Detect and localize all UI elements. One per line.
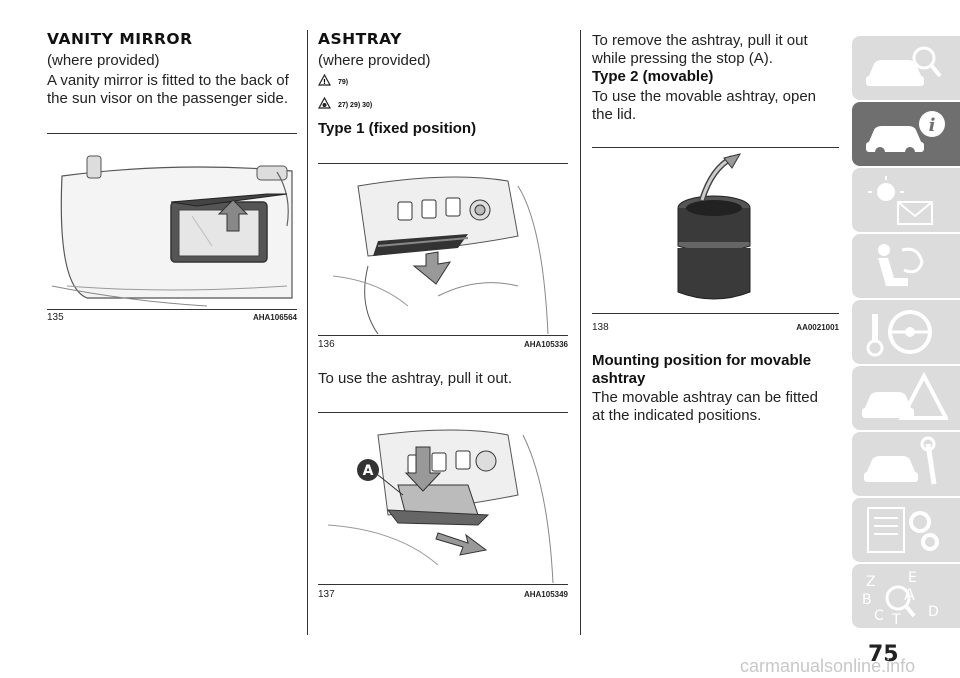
ashtray-heading: ASHTRAY: [318, 30, 402, 48]
svg-text:!: !: [323, 78, 326, 86]
figure-136-ashtray-fixed: [318, 166, 568, 334]
tab-emergency[interactable]: [852, 366, 960, 430]
warning-ref-1: !: [317, 73, 332, 91]
figure-top-rule: [592, 147, 839, 148]
figure-number: 135: [47, 312, 64, 323]
warning-ref-2: [317, 96, 332, 114]
figure-number: 136: [318, 339, 335, 350]
vanity-mirror-text: A vanity mirror is fitted to the back of…: [47, 72, 289, 107]
car-search-icon: [866, 46, 942, 86]
warning-ref-1-text: 79): [338, 79, 349, 86]
tab-getting-to-know-car[interactable]: [852, 36, 960, 100]
car-info-icon: i: [866, 111, 945, 157]
checklist-gears-icon: [867, 507, 939, 553]
index-letter-c: C: [874, 608, 884, 624]
figure-code: AHA105336: [523, 340, 568, 349]
warning-triangle-icon: !: [317, 73, 332, 86]
type1-subheading: Type 1 (fixed position): [318, 120, 477, 137]
figure-top-rule: [318, 163, 568, 164]
figure-137-ashtray-removal: A: [318, 415, 568, 583]
tab-index[interactable]: Z E A B C T D: [852, 564, 960, 628]
figure-top-rule: [318, 412, 568, 413]
ashtray-where-provided: (where provided): [318, 52, 431, 69]
vanity-mirror-where-provided: (where provided): [47, 52, 160, 69]
type2-subheading: Type 2 (movable): [592, 68, 714, 85]
warning-ref-2-text: 27) 29) 30): [338, 102, 373, 109]
warning-light-message-icon: [868, 176, 933, 225]
figure-135-vanity-mirror: [47, 136, 297, 308]
car-warning-triangle-icon: [862, 371, 948, 420]
tab-technical-data[interactable]: [852, 498, 960, 562]
figure-code: AHA106564: [252, 313, 297, 322]
tab-dashboard-info[interactable]: i: [852, 102, 960, 166]
figure-top-rule: [47, 133, 297, 134]
figure-bottom-rule: [318, 335, 568, 336]
figure-number: 137: [318, 589, 335, 600]
figure-138-movable-ashtray: [592, 150, 839, 312]
figure-code: AA0021001: [796, 323, 839, 332]
movable-ashtray-text: To use the movable ashtray, open the lid…: [592, 88, 817, 123]
page-number: 75: [868, 642, 899, 667]
tab-maintenance[interactable]: [852, 432, 960, 496]
tab-warning-lights[interactable]: [852, 168, 960, 232]
figure-bottom-rule: [592, 313, 839, 314]
tab-safety[interactable]: [852, 234, 960, 298]
flame-icon: [317, 96, 332, 109]
index-letter-b: B: [862, 592, 872, 608]
figure-code: AHA105349: [523, 590, 568, 599]
callout-a: A: [363, 463, 374, 479]
index-letter-t: T: [891, 612, 901, 624]
alphabet-index-search-icon: Z E A B C T D: [862, 570, 939, 624]
index-letter-e: E: [908, 570, 917, 586]
mounting-position-subheading: Mounting position for movable ashtray: [592, 352, 812, 387]
seat-airbag-icon: [878, 244, 924, 286]
index-letter-z: Z: [866, 574, 876, 590]
figure-bottom-rule: [47, 309, 297, 310]
index-letter-d: D: [928, 604, 939, 620]
column-divider: [307, 30, 308, 635]
key-steering-wheel-icon: [866, 310, 932, 357]
column-divider: [580, 30, 581, 635]
ashtray-use-text: To use the ashtray, pull it out.: [318, 370, 512, 387]
watermark: carmanualsonline.info: [740, 656, 916, 676]
mounting-position-text: The movable ashtray can be fitted at the…: [592, 389, 818, 424]
figure-number: 138: [592, 322, 609, 333]
svg-text:i: i: [929, 115, 936, 136]
figure-bottom-rule: [318, 584, 568, 585]
car-wrench-icon: [864, 436, 937, 485]
tab-starting-driving[interactable]: [852, 300, 960, 364]
vanity-mirror-heading: VANITY MIRROR: [47, 30, 193, 48]
ashtray-remove-text: To remove the ashtray, pull it out while…: [592, 32, 808, 67]
